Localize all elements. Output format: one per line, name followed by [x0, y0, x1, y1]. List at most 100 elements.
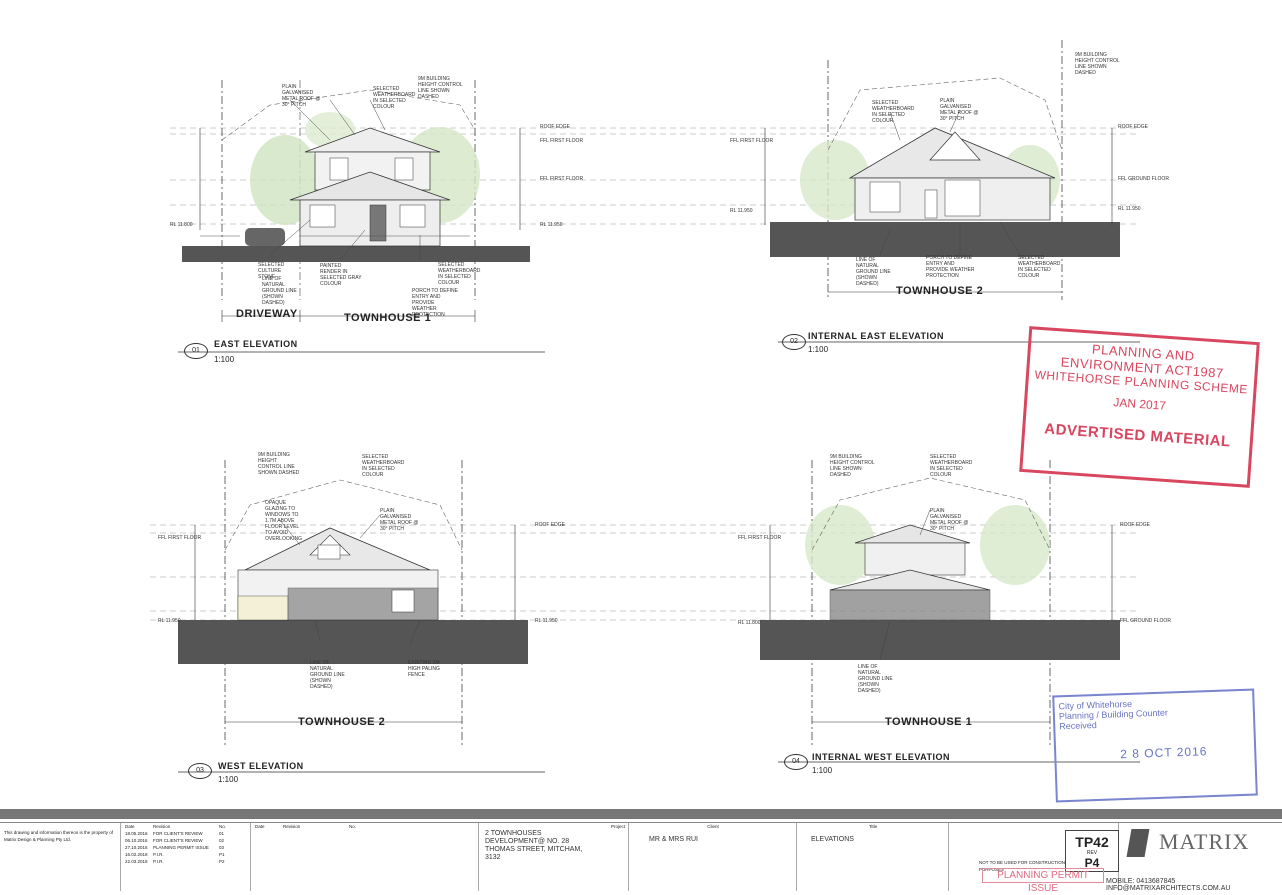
- height-line-note: 9M BUILDING HEIGHT CONTROL LINE SHOWN DA…: [258, 452, 300, 476]
- drawing-number: 02: [782, 334, 806, 350]
- weatherboard-note: SELECTED WEATHERBOARD IN SELECTED COLOUR: [373, 86, 416, 110]
- height-line-note: 9M BUILDING HEIGHT CONTROL LINE SHOWN DA…: [830, 454, 875, 478]
- internal-east-elevation-drawing: [764, 40, 1120, 300]
- level-label: RL 11.800: [738, 620, 761, 626]
- townhouse-label: TOWNHOUSE 2: [896, 285, 984, 297]
- revision-no: P2: [219, 859, 225, 864]
- construction-note: NOT TO BE USED FOR CONSTRUCTION PURPOSES: [979, 860, 1066, 872]
- scale-label: 1:100: [808, 345, 829, 354]
- copyright-note: This drawing and information thereon is …: [4, 830, 114, 842]
- revision-date: 27.10.2016: [125, 845, 148, 850]
- level-label: RL 11.950: [1118, 206, 1141, 212]
- drawing-number: 04: [784, 754, 808, 770]
- level-label: FFL FIRST FLOOR: [540, 138, 584, 144]
- revision-row: 18.05.2016 FOR CLIENT'S REVIEW 01: [121, 830, 251, 837]
- revision-date: 16.02.2018: [125, 852, 148, 857]
- roof-note: PLAIN GALVANISED METAL ROOF @ 30° PITCH: [282, 84, 321, 108]
- height-line-note: 9M BUILDING HEIGHT CONTROL LINE SHOWN DA…: [418, 76, 463, 100]
- logo-mark-icon: [1126, 829, 1150, 857]
- drawing-number: TP42: [1075, 834, 1109, 850]
- revision-no: P1: [219, 852, 225, 857]
- project-name: 2 TOWNHOUSES DEVELOPMENT@ NO. 28 THOMAS …: [485, 830, 583, 861]
- level-label: FFL GROUND FLOOR: [1118, 176, 1169, 182]
- level-label: ROOF EDGE: [540, 124, 571, 130]
- west-elevation-drawing: [178, 460, 528, 745]
- townhouse-label: TOWNHOUSE 1: [344, 312, 432, 324]
- title-header: Title: [868, 824, 878, 829]
- stamp-line: ADVERTISED MATERIAL: [1043, 420, 1232, 451]
- level-label: ROOF EDGE: [1120, 522, 1151, 528]
- title-block-band: [0, 809, 1282, 819]
- natural-ground-note: LINE OF NATURAL GROUND LINE (SHOWN DASHE…: [262, 276, 297, 306]
- scale-label: 1:100: [214, 355, 235, 364]
- project-cell: Project 2 TOWNHOUSES DEVELOPMENT@ NO. 28…: [478, 823, 629, 891]
- revision-desc: P.I.R.: [153, 852, 164, 857]
- weatherboard-note: SELECTED WEATHERBOARD IN SELECTED COLOUR: [930, 454, 973, 478]
- townhouse-label: TOWNHOUSE 2: [298, 716, 386, 728]
- level-label: RL 11.950: [730, 208, 753, 214]
- revision-desc: FOR CLIENT'S REVIEW: [153, 838, 203, 843]
- revision-header: Date: [125, 824, 135, 829]
- weatherboard-note: SELECTED WEATHERBOARD IN SELECTED COLOUR: [1018, 255, 1061, 279]
- revision-no: 01: [219, 831, 225, 836]
- elevation-title: EAST ELEVATION: [214, 339, 298, 349]
- client-cell: Client MR & MRS RUI: [628, 823, 797, 891]
- advertised-material-stamp: PLANNING AND ENVIRONMENT ACT1987 WHITEHO…: [1019, 326, 1260, 488]
- level-label: FFL FIRST FLOOR: [730, 138, 774, 144]
- title-cell: Title ELEVATIONS: [796, 823, 949, 891]
- project-header: Project: [610, 824, 625, 829]
- level-label: RL 11.950: [158, 618, 181, 624]
- level-label: RL 11.800: [170, 222, 193, 228]
- drawing-number: 01: [184, 343, 208, 359]
- details-cell: NOT TO BE USED FOR CONSTRUCTION PURPOSES: [948, 823, 1119, 891]
- roof-note: PLAIN GALVANISED METAL ROOF @ 30° PITCH: [930, 508, 969, 532]
- drawing-title: ELEVATIONS: [811, 836, 854, 843]
- revision-desc: FOR CLIENT'S REVIEW: [153, 831, 203, 836]
- elevation-title: INTERNAL WEST ELEVATION: [812, 752, 951, 762]
- culture-stone-note: SELECTED CULTURE STONE: [258, 262, 285, 280]
- natural-ground-note: LINE OF NATURAL GROUND LINE (SHOWN DASHE…: [858, 664, 893, 694]
- elevation-title: WEST ELEVATION: [218, 761, 304, 771]
- revision-date: 22.03.2018: [125, 859, 148, 864]
- level-label: ROOF EDGE: [1118, 124, 1149, 130]
- drawing-number: 03: [188, 763, 212, 779]
- level-label: FFL FIRST FLOOR: [540, 176, 584, 182]
- natural-ground-note: LINE OF NATURAL GROUND LINE (SHOWN DASHE…: [310, 660, 345, 690]
- revision-header: No.: [219, 824, 227, 829]
- opaque-glazing-note: OPAQUE GLAZING TO WINDOWS TO 1.7M ABOVE …: [265, 500, 302, 542]
- level-label: RL 11.950: [540, 222, 563, 228]
- painted-render-note: PAINTED RENDER IN SELECTED GRAY COLOUR: [320, 263, 362, 287]
- porch-note: PORCH TO DEFINE ENTRY AND PROVIDE WEATHE…: [926, 255, 975, 279]
- townhouse-label: TOWNHOUSE 1: [885, 716, 973, 728]
- title-block: This drawing and information thereon is …: [0, 809, 1282, 891]
- roof-note: PLAIN GALVANISED METAL ROOF @ 30° PITCH: [940, 98, 979, 122]
- level-label: ROOF EDGE: [535, 522, 566, 528]
- received-stamp: City of Whitehorse Planning / Building C…: [1052, 688, 1258, 803]
- rev-label: REV: [1086, 850, 1098, 856]
- level-label: FFL GROUND FLOOR: [1120, 618, 1171, 624]
- driveway-label: DRIVEWAY: [236, 308, 298, 320]
- client-header: Client: [707, 824, 719, 829]
- porch-note: PORCH TO DEFINE ENTRY AND PROVIDE WEATHE…: [412, 288, 458, 318]
- roof-note: PLAIN GALVANISED METAL ROOF @ 30° PITCH: [380, 508, 419, 532]
- revision-date: 06.10.2016: [125, 838, 148, 843]
- revision-desc: PLANNING PERMIT ISSUE: [153, 845, 209, 850]
- company-logo: MATRIX: [1159, 829, 1250, 854]
- fence-note: EXISTING 2M HIGH PALING FENCE: [408, 660, 440, 678]
- revision-date: 18.05.2016: [125, 831, 148, 836]
- drawing-number-box: TP42 REV P4: [1065, 830, 1119, 872]
- client-name: MR & MRS RUI: [649, 836, 698, 843]
- level-label: RL 11.950: [535, 618, 558, 624]
- internal-west-elevation-drawing: [760, 460, 1120, 745]
- stamp-date: 2 8 OCT 2016: [1120, 744, 1208, 762]
- revision-table-2: Date Revision No.: [250, 823, 371, 891]
- scale-label: 1:100: [218, 775, 239, 784]
- revision-header: No.: [349, 824, 357, 829]
- elevation-title: INTERNAL EAST ELEVATION: [808, 331, 945, 341]
- height-line-note: 9M BUILDING HEIGHT CONTROL LINE SHOWN DA…: [1075, 52, 1120, 76]
- contact-info: MOBILE: 0413687845 INFO@MATRIXARCHITECTS…: [1106, 878, 1231, 892]
- revision-header: Revision: [283, 824, 301, 829]
- level-label: FFL FIRST FLOOR: [738, 535, 782, 541]
